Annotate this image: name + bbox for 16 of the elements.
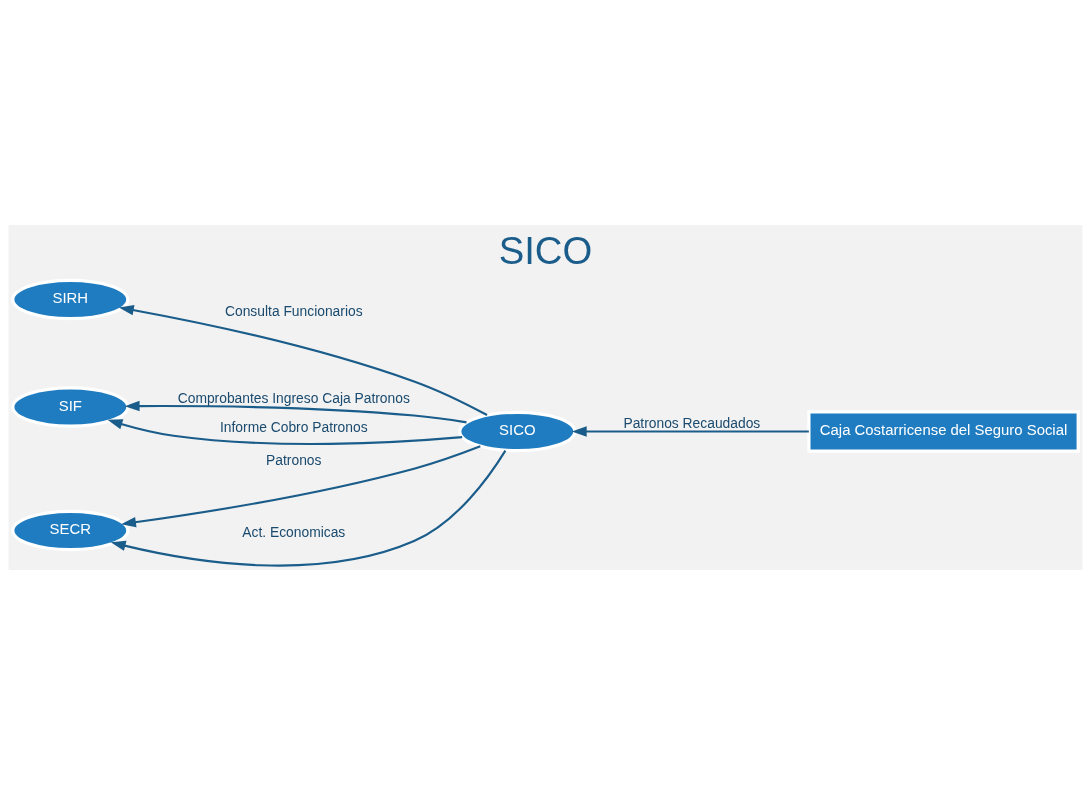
diagram-title: SICO [498,228,593,272]
node-box: Caja Costarricense del Seguro Social [807,409,1080,453]
edge-label: Comprobantes Ingreso Caja Patronos [177,389,410,406]
edge-label: Consulta Funcionarios [225,302,363,319]
edge-label: Patronos Recaudados [623,414,761,431]
arrow [110,449,507,567]
node-ellipse: SICO [458,410,577,452]
arrow [121,444,481,527]
node-ellipse: SIRH [11,278,130,320]
arrow [124,400,467,423]
arrow [571,425,809,437]
edge-label: Patronos [266,451,322,468]
edge-label: Informe Cobro Patronos [220,418,368,435]
arrow [118,304,488,416]
edge-label: Act. Economicas [242,523,346,540]
arrow [107,418,463,445]
